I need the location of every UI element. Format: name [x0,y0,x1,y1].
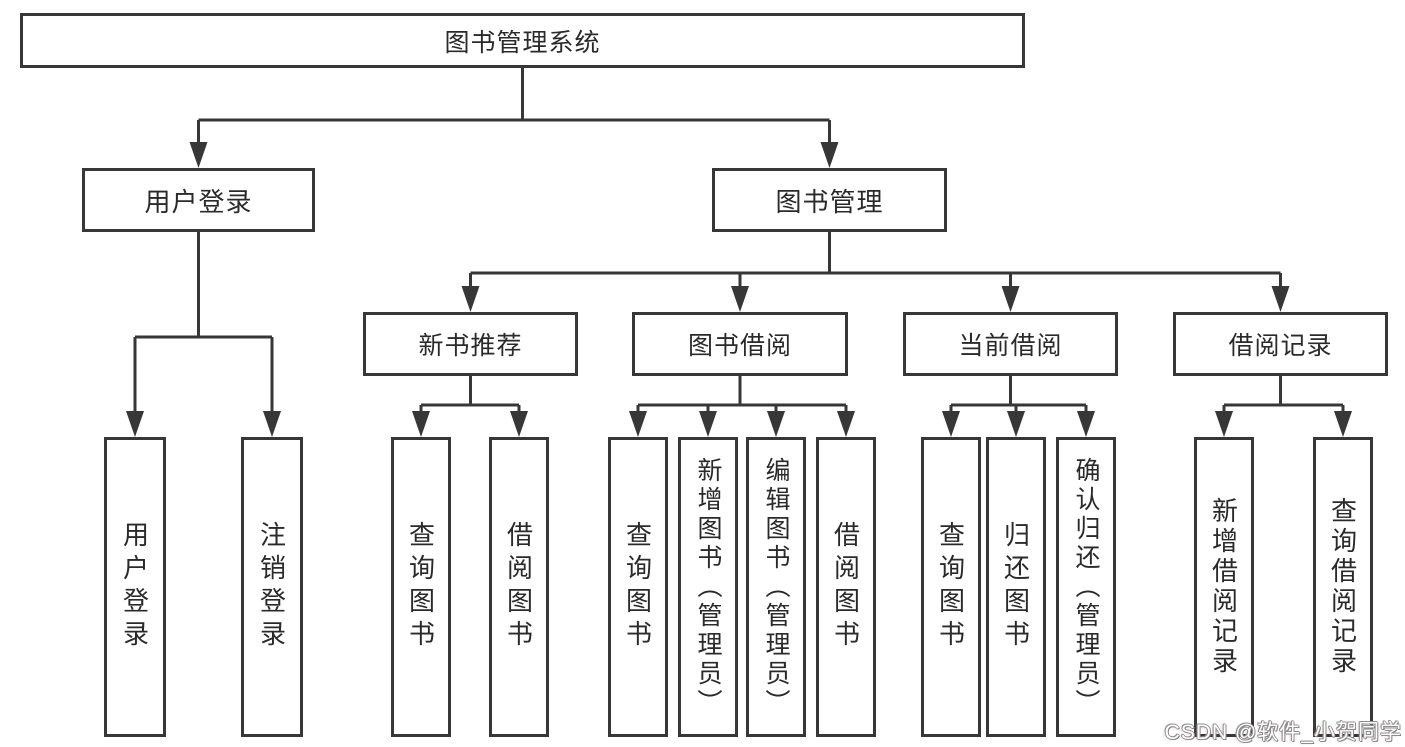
node-user-login: 用户登录 [82,168,315,232]
node-label: 归还图书 [1000,521,1031,653]
node-label: 新增借阅记录 [1208,497,1239,677]
leaf-return-books: 归还图书 [986,437,1046,737]
leaf-query-books-current: 查询图书 [921,437,981,737]
leaf-add-borrow-record: 新增借阅记录 [1194,437,1254,737]
leaf-add-books-admin: 新增图书（管理员） [678,437,738,737]
node-label: 确认归还（管理员） [1072,456,1100,718]
node-label: 借阅记录 [1228,332,1333,360]
leaf-user-login: 用户登录 [104,437,166,737]
node-label: 注销登录 [256,521,287,653]
leaf-query-books-recommend: 查询图书 [391,437,451,737]
node-label: 新书推荐 [418,332,523,360]
node-label: 编辑图书（管理员） [762,456,790,718]
node-book-borrow: 图书借阅 [632,312,848,376]
node-label: 借阅图书 [503,521,534,653]
node-label: 新增图书（管理员） [694,456,722,718]
node-label: 查询图书 [622,521,653,653]
node-current-borrow: 当前借阅 [903,312,1118,376]
node-new-book-recommend: 新书推荐 [363,312,578,376]
node-label: 查询图书 [405,521,436,653]
node-label: 图书管理 [775,186,884,217]
leaf-query-books-borrow: 查询图书 [608,437,668,737]
node-label: 查询图书 [935,521,966,653]
node-book-management: 图书管理 [712,168,947,232]
leaf-confirm-return-admin: 确认归还（管理员） [1056,437,1116,737]
node-label: 用户登录 [119,521,150,653]
watermark: CSDN @软件_小贺同学 [1164,721,1402,744]
node-label: 当前借阅 [958,332,1063,360]
node-label: 图书管理系统 [444,28,601,57]
node-borrow-records: 借阅记录 [1173,312,1388,376]
leaf-borrow-books: 借阅图书 [816,437,876,737]
leaf-logout: 注销登录 [241,437,303,737]
node-label: 用户登录 [144,186,253,217]
leaf-query-borrow-record: 查询借阅记录 [1313,437,1373,737]
node-label: 借阅图书 [830,521,861,653]
node-label: 查询借阅记录 [1327,497,1358,677]
node-library-management-system: 图书管理系统 [20,13,1025,68]
node-label: 图书借阅 [687,332,792,360]
arrowhead-icons [126,142,1352,437]
leaf-edit-books-admin: 编辑图书（管理员） [746,437,806,737]
leaf-borrow-books-recommend: 借阅图书 [489,437,549,737]
